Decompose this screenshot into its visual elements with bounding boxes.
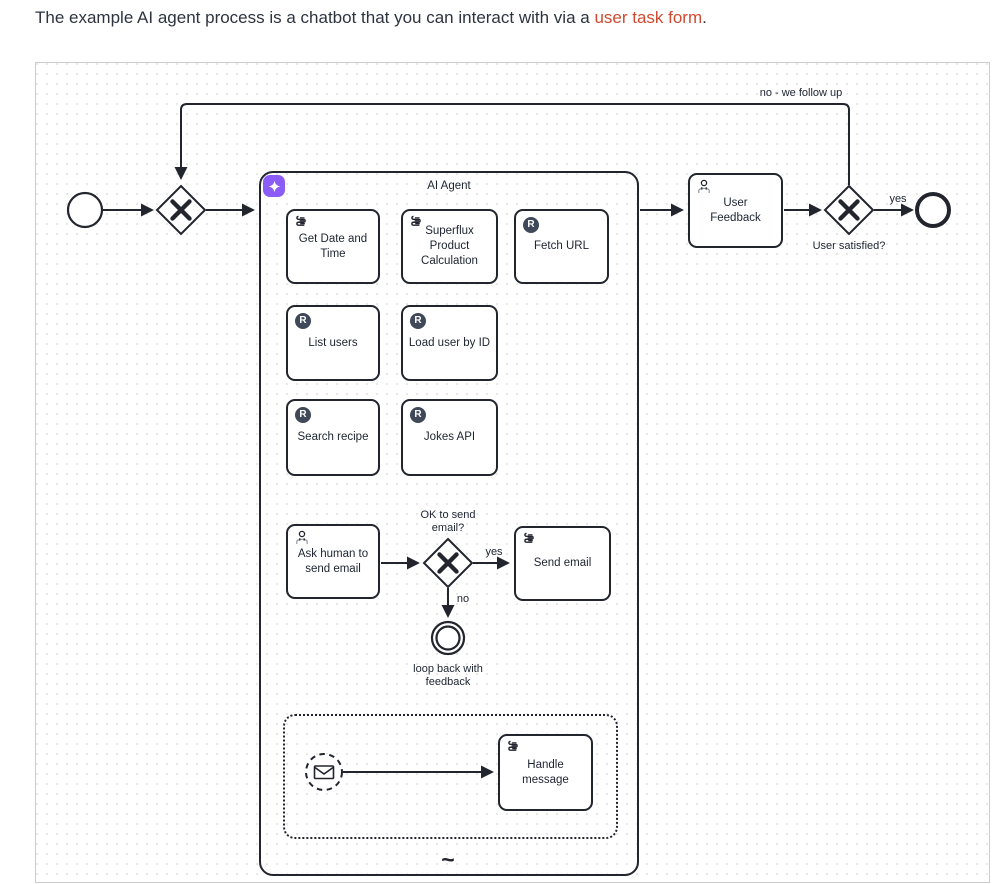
task-list-users: R List users	[286, 305, 380, 381]
adhoc-marker: ~	[441, 846, 455, 873]
task-label: User Feedback	[710, 196, 761, 224]
script-icon	[294, 215, 308, 233]
script-icon	[409, 215, 423, 233]
task-load-user-by-id: R Load user by ID	[401, 305, 498, 381]
task-send-email: Send email	[514, 526, 611, 601]
label-no-send: no	[456, 593, 470, 605]
message-start-event	[305, 753, 343, 791]
task-label: Fetch URL	[534, 240, 589, 253]
x-mark-icon	[437, 552, 459, 574]
event-subprocess	[283, 714, 618, 839]
x-mark-icon	[170, 199, 192, 221]
sparkle-icon	[268, 180, 280, 192]
end-event-done	[915, 192, 951, 228]
task-get-date-time: Get Date and Time	[286, 209, 380, 284]
gateway-entry	[155, 184, 207, 236]
gateway-user-satisfied	[823, 184, 875, 236]
label-ok-to-send-email: OK to send email?	[420, 508, 476, 534]
task-label: Handle message	[522, 758, 569, 786]
task-search-recipe: R Search recipe	[286, 399, 380, 476]
x-mark-icon	[838, 199, 860, 221]
task-handle-message: Handle message	[498, 734, 593, 811]
envelope-icon	[313, 765, 335, 780]
label-yes-satisfied: yes	[889, 193, 907, 205]
script-icon	[522, 532, 536, 550]
user-icon	[696, 179, 712, 199]
start-event	[66, 191, 104, 229]
rest-connector-icon: R	[410, 313, 426, 329]
task-fetch-url: R Fetch URL	[514, 209, 609, 284]
task-superflux-calculation: Superflux Product Calculation	[401, 209, 498, 284]
task-user-feedback: User Feedback	[688, 173, 783, 248]
user-icon	[294, 530, 310, 550]
task-label: Get Date and Time	[298, 232, 368, 260]
gateway-ok-to-send	[422, 537, 474, 589]
script-icon	[506, 740, 520, 758]
ai-agent-badge	[263, 175, 285, 197]
subprocess-title: AI Agent	[427, 180, 471, 192]
task-jokes-api: R Jokes API	[401, 399, 498, 476]
task-label: Superflux Product Calculation	[421, 225, 478, 267]
label-user-satisfied: User satisfied?	[812, 240, 886, 252]
bpmn-connectors-layer	[66, 103, 951, 791]
end-event-loop-back	[430, 620, 466, 656]
ai-agent-subprocess: AI Agent	[259, 171, 639, 876]
task-label: List users	[308, 336, 358, 349]
rest-connector-icon: R	[410, 407, 426, 423]
user-task-form-link[interactable]: user task form	[594, 8, 703, 27]
task-label: Load user by ID	[408, 336, 491, 349]
rest-connector-icon: R	[295, 313, 311, 329]
task-label: Jokes API	[423, 431, 476, 444]
flow-no-follow-up-loop	[174, 103, 850, 185]
rest-connector-icon: R	[295, 407, 311, 423]
diagram-canvas: AI Agent Get Date and Time Superflux Pro…	[35, 62, 990, 883]
intro-text-after: .	[702, 8, 707, 27]
label-no-follow-up: no - we follow up	[759, 87, 843, 99]
rest-connector-icon: R	[523, 217, 539, 233]
intro-text-before: The example AI agent process is a chatbo…	[35, 8, 595, 27]
task-label: Search recipe	[297, 431, 369, 444]
task-ask-human-send-email: Ask human to send email	[286, 524, 380, 599]
task-label: Send email	[533, 557, 592, 570]
label-loop-back: loop back with feedback	[413, 662, 483, 688]
intro-text: The example AI agent process is a chatbo…	[35, 8, 707, 28]
task-label: Ask human to send email	[297, 547, 369, 575]
label-yes-send: yes	[485, 546, 503, 558]
